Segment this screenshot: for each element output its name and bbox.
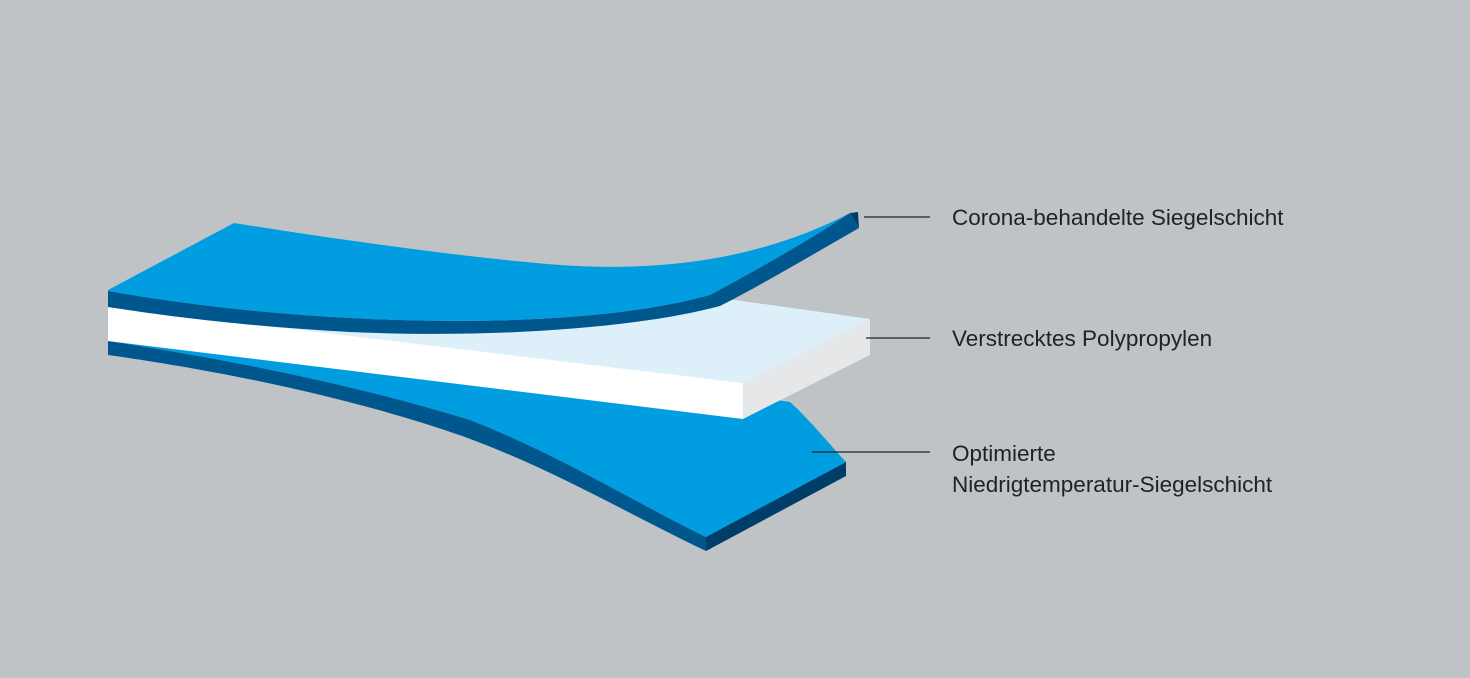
bottom-seal-layer-end-edge bbox=[706, 462, 846, 551]
top-seal-layer-face bbox=[108, 213, 850, 321]
label-middle-line-1: Verstrecktes Polypropylen bbox=[952, 326, 1213, 351]
middle-pp-layer-side-edge bbox=[743, 319, 870, 419]
top-seal-layer-end-edge bbox=[850, 212, 859, 228]
bottom-seal-layer-front-edge bbox=[108, 341, 706, 551]
top-seal-layer bbox=[108, 212, 859, 334]
label-bottom-seal-layer: Optimierte Niedrigtemperatur-Siegelschic… bbox=[952, 438, 1272, 500]
label-bottom-line-1: Optimierte bbox=[952, 441, 1056, 466]
label-top-line-1: Corona-behandelte Siegelschicht bbox=[952, 205, 1284, 230]
middle-pp-layer-front-edge bbox=[108, 307, 743, 419]
label-middle-pp-layer: Verstrecktes Polypropylen bbox=[952, 323, 1212, 354]
label-bottom-line-2: Niedrigtemperatur-Siegelschicht bbox=[952, 472, 1273, 497]
label-top-seal-layer: Corona-behandelte Siegelschicht bbox=[952, 202, 1283, 233]
